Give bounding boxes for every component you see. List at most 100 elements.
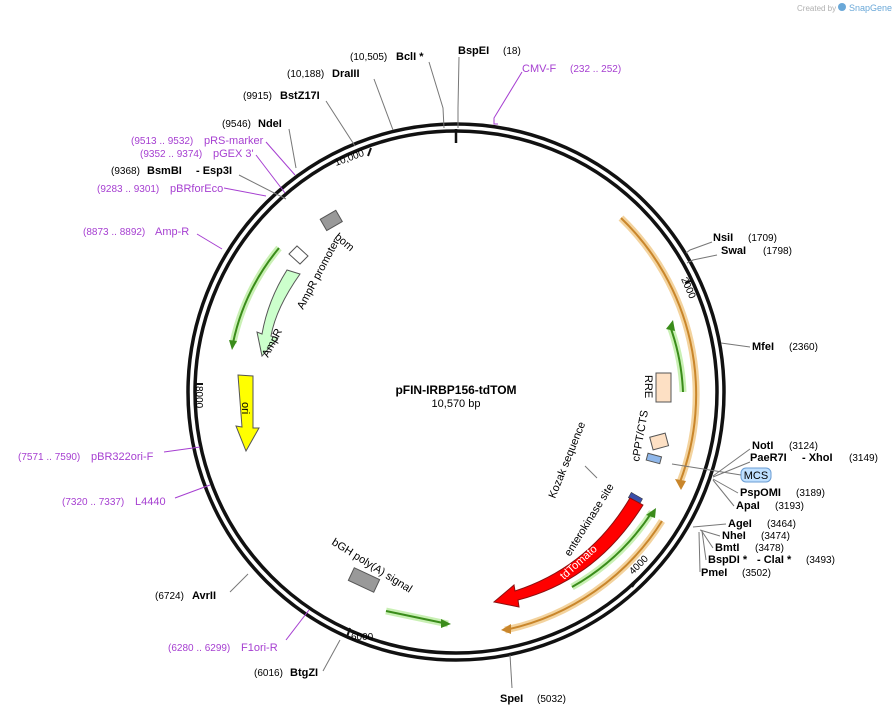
enzyme-position: (3502) xyxy=(742,568,771,579)
kozak-leader xyxy=(584,465,598,479)
primer-name: CMV-F xyxy=(522,63,557,75)
tick-label: 6000 xyxy=(351,632,374,643)
ampr-arrow xyxy=(256,269,301,358)
leader-l4440 xyxy=(174,484,211,499)
enzyme-position: (2360) xyxy=(789,342,818,353)
leader-pbr322ori-f xyxy=(163,446,201,453)
primer-name: F1ori-R xyxy=(241,642,278,654)
enzyme-name: BstZ17I xyxy=(280,90,320,102)
enzyme-name: MfeI xyxy=(752,341,774,353)
enzyme-position: (6016) xyxy=(254,668,283,679)
orf-arc-right-arrowhead xyxy=(675,479,686,490)
enzyme-position: (9368) xyxy=(111,166,140,177)
ampr-promoter-label: AmpR promoter xyxy=(295,237,342,311)
enzyme-name: BmtI xyxy=(715,542,739,554)
enzyme-name: AgeI xyxy=(728,518,752,530)
leader-pbrforeco xyxy=(223,187,267,197)
plasmid-name: pFIN-IRBP156-tdTOM xyxy=(395,383,516,397)
enzyme-position: (3149) xyxy=(849,453,878,464)
leader-swai xyxy=(686,254,718,264)
enzyme-name: BtgZI xyxy=(290,667,318,679)
primer-position: (7571 .. 7590) xyxy=(18,452,80,463)
ampr-promoter-arrow xyxy=(288,245,309,265)
enzyme-position: (3189) xyxy=(796,488,825,499)
mcs-label: MCS xyxy=(744,470,768,482)
tick-mark xyxy=(367,147,372,157)
primer-position: (8873 .. 8892) xyxy=(83,227,145,238)
orf-green-bottom-line xyxy=(385,610,449,625)
enzyme-name: AvrII xyxy=(192,590,216,602)
primer-position: (232 .. 252) xyxy=(570,64,621,75)
orf-green-tdtomato-arrowhead xyxy=(646,508,656,518)
enzyme-name: - Esp3I xyxy=(196,165,232,177)
enzyme-name: - XhoI xyxy=(802,452,833,464)
leader-pgex xyxy=(255,154,286,194)
enzyme-name: NheI xyxy=(722,530,746,542)
credit-prefix: Created by xyxy=(797,4,836,13)
cppt-small-box xyxy=(645,452,663,465)
orf-green-ampr-line xyxy=(232,247,280,344)
enzyme-position: (10,505) xyxy=(350,52,387,63)
enzyme-name: ApaI xyxy=(736,500,760,512)
orf-arc-bottom-arrowhead xyxy=(501,624,511,634)
leader-agei xyxy=(692,523,727,528)
orf-green-ampr-arrowhead xyxy=(229,340,237,350)
leader-nsii xyxy=(685,241,713,254)
leader-pmei xyxy=(698,531,701,573)
tdtomato-arrow xyxy=(492,497,644,608)
enzyme-name: SwaI xyxy=(721,245,746,257)
enzyme-position: (1798) xyxy=(763,246,792,257)
enzyme-name: BspEI xyxy=(458,45,489,57)
enzyme-position: (5032) xyxy=(537,694,566,705)
leader-noti xyxy=(712,448,751,477)
enzyme-labels: (10,505) BclI * BspEI (18) (10,188) DraI… xyxy=(111,45,878,705)
orf-arc-bottom-line xyxy=(504,520,663,631)
enzyme-position: (3464) xyxy=(767,519,796,530)
leader-bstz17i xyxy=(325,100,356,147)
primer-position: (6280 .. 6299) xyxy=(168,643,230,654)
leader-nhei xyxy=(699,529,721,537)
enzyme-name: - ClaI * xyxy=(757,554,792,566)
cppt-box xyxy=(649,432,670,451)
leader-bspei xyxy=(457,56,460,128)
primer-name: pGEX 3' xyxy=(213,148,254,160)
enzyme-name: BspDI * xyxy=(708,554,748,566)
leader-cmv-f xyxy=(493,71,523,125)
enzyme-position: (3474) xyxy=(761,531,790,542)
orf-green-rre-arrowhead xyxy=(666,320,675,331)
primer-name: Amp-R xyxy=(155,226,189,238)
enzyme-position: (9915) xyxy=(243,91,272,102)
leader-amp-r xyxy=(196,233,223,250)
primer-name: pRS-marker xyxy=(204,135,264,147)
bgh-box xyxy=(347,567,381,593)
enzyme-name: NotI xyxy=(752,440,773,452)
enzyme-position: (9546) xyxy=(222,119,251,130)
leader-f1ori-r xyxy=(285,609,310,641)
leader-bmti xyxy=(700,529,714,549)
plasmid-size: 10,570 bp xyxy=(432,398,481,410)
leader-ndei xyxy=(288,128,297,169)
tick-label: 8000 xyxy=(193,386,204,409)
ori-arrow xyxy=(235,374,260,453)
primer-position: (9352 .. 9374) xyxy=(140,149,202,160)
enzyme-name: DraIII xyxy=(332,68,360,80)
enzyme-name: NsiI xyxy=(713,232,733,244)
leader-paer7i xyxy=(712,461,751,478)
kozak-label: Kozak sequence xyxy=(547,420,589,500)
tick-label: 2000 xyxy=(678,276,697,301)
bom-box xyxy=(319,209,343,232)
primer-position: (9283 .. 9301) xyxy=(97,184,159,195)
orf-green-bottom-arrowhead xyxy=(441,619,451,628)
tick-mark xyxy=(631,579,638,588)
primer-leaders xyxy=(163,71,523,641)
primer-name: L4440 xyxy=(135,496,166,508)
enzyme-position: (3493) xyxy=(806,555,835,566)
primer-name: pBRforEco xyxy=(170,183,223,195)
primer-labels: CMV-F (232 .. 252) (9513 .. 9532) pRS-ma… xyxy=(18,63,621,654)
leader-prs-marker xyxy=(265,141,296,176)
leader-spei xyxy=(509,654,513,689)
enzyme-position: (3478) xyxy=(755,543,784,554)
enzyme-position: (18) xyxy=(503,46,521,57)
ori-label: ori xyxy=(239,402,251,414)
